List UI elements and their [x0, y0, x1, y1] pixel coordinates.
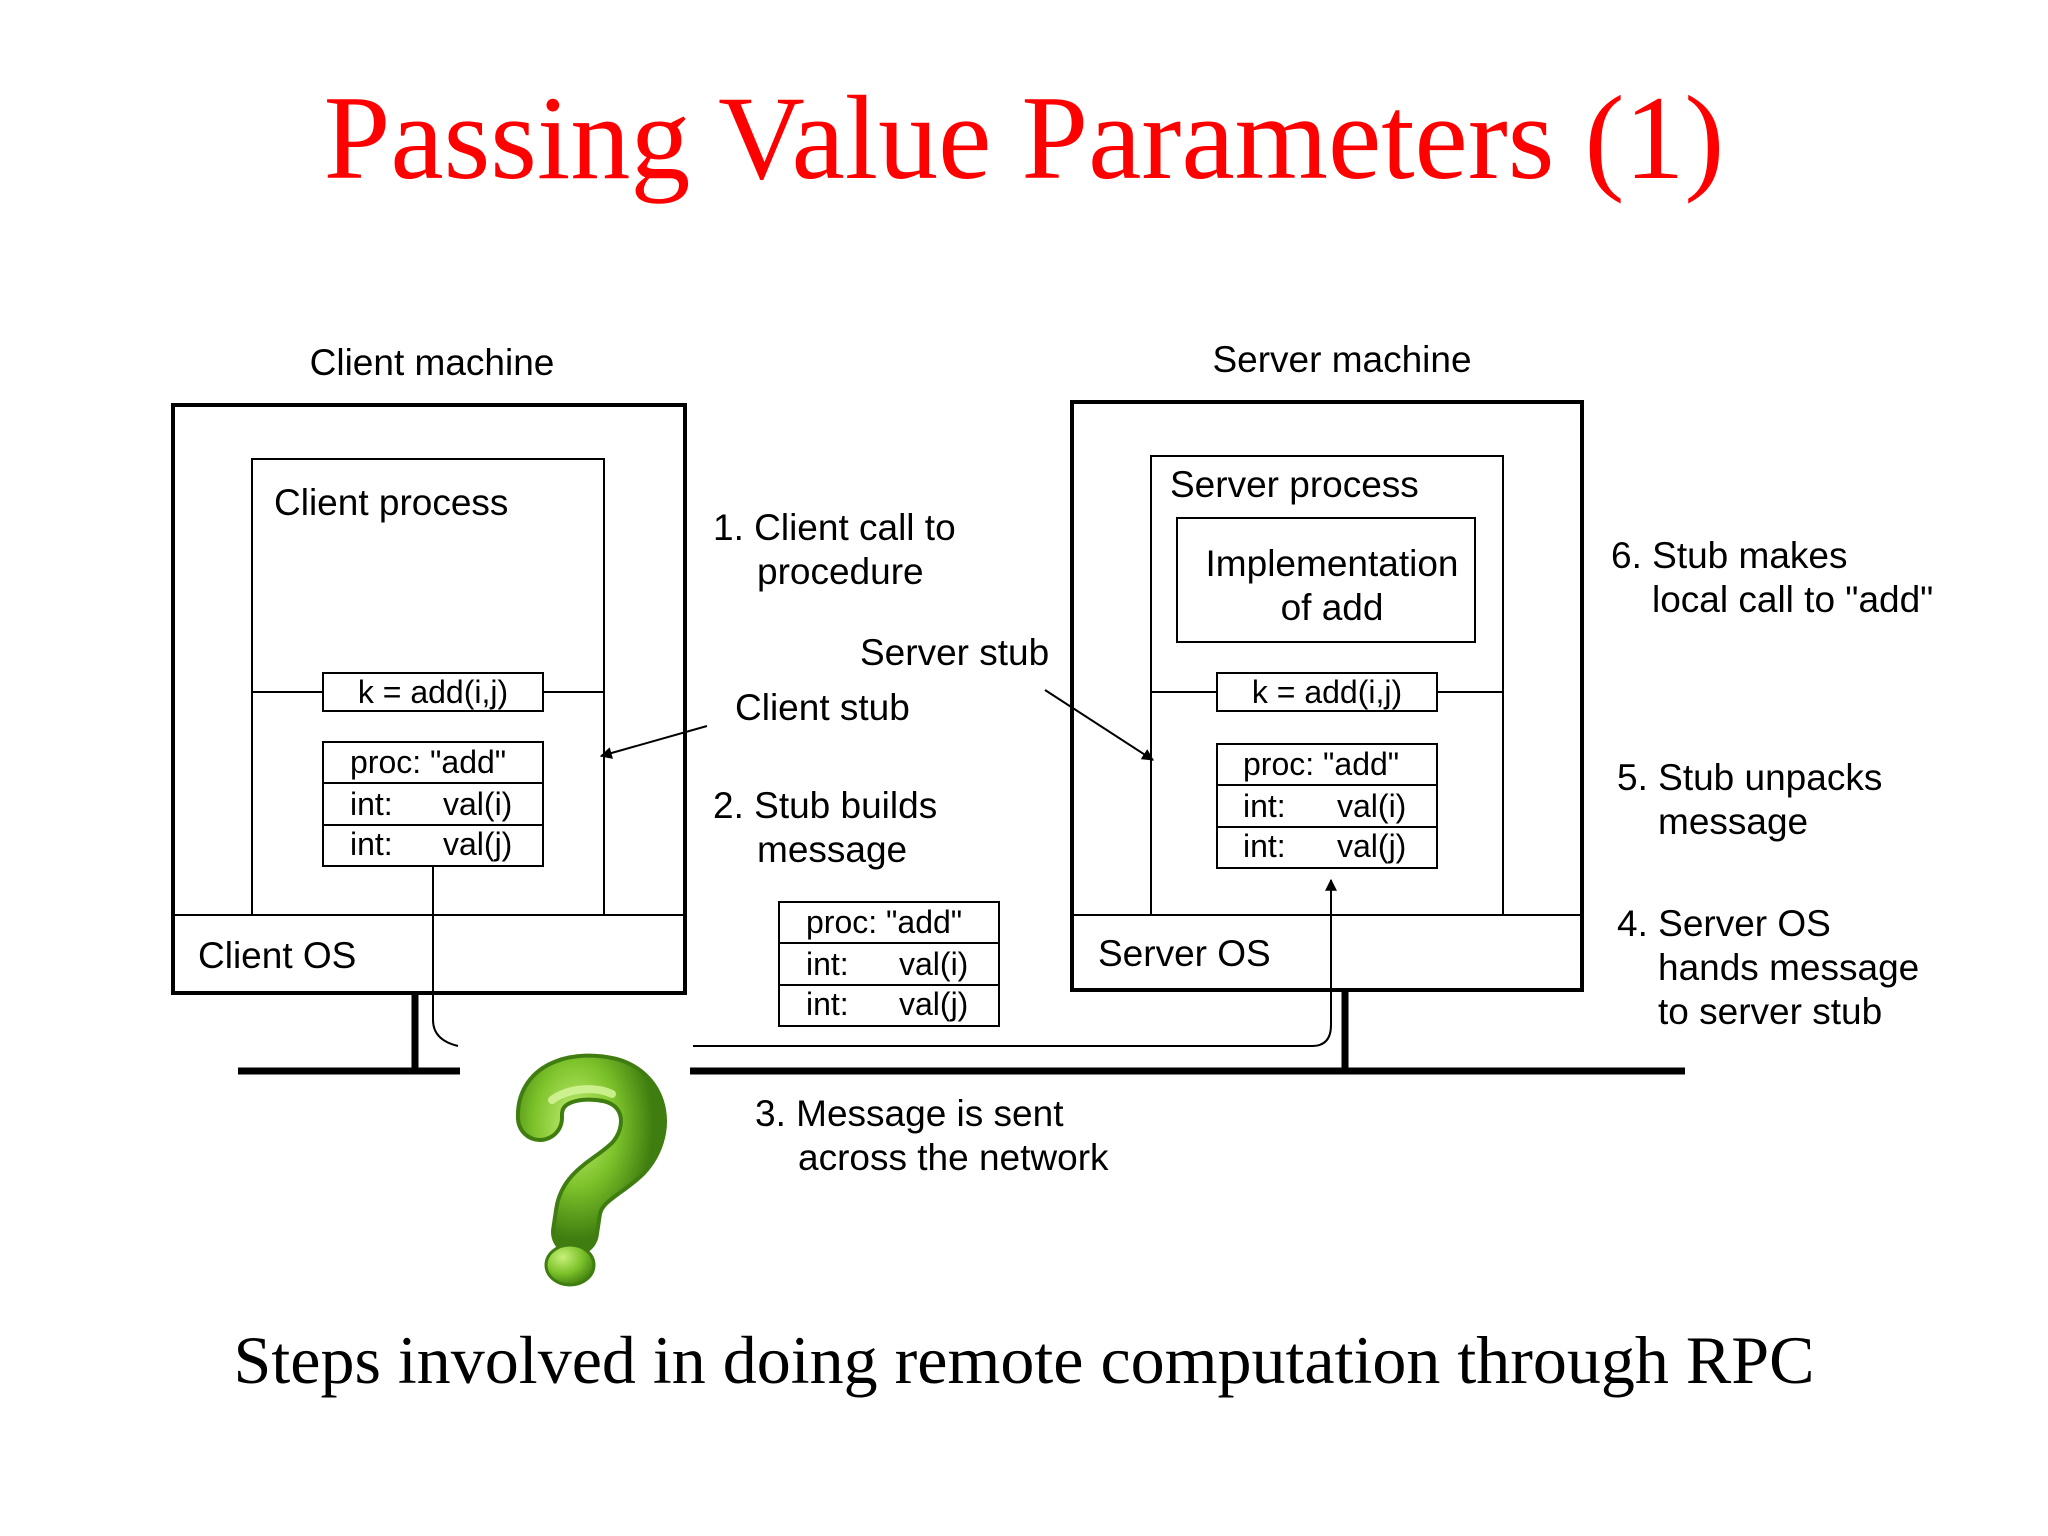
server-implementation-line2: of add	[1281, 587, 1384, 628]
step-5: 5. Stub unpacks message	[1617, 757, 1882, 842]
client-message-table: proc: "add" int: val(i) int: val(j)	[322, 741, 544, 867]
step-3-line1: 3. Message is sent	[755, 1093, 1064, 1134]
step-4-line1: 4. Server OS	[1617, 903, 1831, 944]
client-message-value: val(j)	[443, 826, 512, 862]
client-call-text: k = add(i,j)	[358, 674, 508, 710]
slide-caption: Steps involved in doing remote computati…	[233, 1322, 1815, 1398]
client-machine: Client machine Client OS Client process …	[171, 342, 687, 995]
client-process-box	[251, 458, 605, 916]
step-4-line3: to server stub	[1658, 991, 1882, 1032]
client-message-type: int:	[350, 786, 393, 822]
step-4: 4. Server OS hands message to server stu…	[1617, 903, 1919, 1032]
client-process-label: Client process	[274, 482, 508, 523]
client-os-label: Client OS	[198, 935, 356, 976]
server-implementation-box	[1176, 517, 1476, 643]
server-implementation-line1: Implementation	[1206, 543, 1459, 584]
client-machine-label: Client machine	[310, 342, 555, 383]
server-message-type: int:	[1243, 828, 1286, 864]
server-message-value: val(j)	[1337, 828, 1406, 864]
server-message-value: val(i)	[1337, 788, 1406, 824]
client-message-proc: proc: "add"	[350, 744, 506, 780]
message-path-client	[432, 866, 459, 1047]
step-6-line1: 6. Stub makes	[1611, 535, 1848, 576]
step-3: 3. Message is sent across the network	[755, 1093, 1109, 1178]
client-message-type: int:	[350, 826, 393, 862]
network	[238, 990, 1685, 1075]
server-message-type: int:	[1243, 788, 1286, 824]
client-machine-box	[171, 403, 687, 995]
transit-message-value: val(i)	[899, 946, 968, 982]
message-path-server-arrow	[693, 878, 1337, 1047]
server-stub-label: Server stub	[860, 632, 1049, 673]
step-1-line2: procedure	[757, 551, 924, 592]
client-stub-label: Client stub	[735, 687, 910, 728]
transit-message-type: int:	[806, 986, 849, 1022]
server-message-proc: proc: "add"	[1243, 746, 1399, 782]
transit-message-value: val(j)	[899, 986, 968, 1022]
step-2: 2. Stub builds message	[713, 785, 937, 870]
transit-message-type: int:	[806, 946, 849, 982]
client-call-box	[322, 672, 544, 712]
server-message-frame	[1216, 743, 1438, 869]
client-stub-arrow	[599, 725, 708, 759]
question-mark-icon	[516, 1053, 667, 1287]
step-5-line1: 5. Stub unpacks	[1617, 757, 1882, 798]
step-6: 6. Stub makes local call to "add"	[1611, 535, 1933, 620]
server-process-box	[1150, 455, 1504, 916]
server-process-label: Server process	[1170, 464, 1419, 505]
step-2-line1: 2. Stub builds	[713, 785, 937, 826]
step-3-line2: across the network	[798, 1137, 1109, 1178]
step-6-line2: local call to "add"	[1652, 579, 1933, 620]
server-stub-arrow	[1044, 689, 1155, 761]
step-2-line2: message	[757, 829, 907, 870]
server-message-table: proc: "add" int: val(i) int: val(j)	[1216, 743, 1438, 869]
transit-message-proc: proc: "add"	[806, 904, 962, 940]
transit-message-table: proc: "add" int: val(i) int: val(j)	[778, 901, 1000, 1027]
server-call-text: k = add(i,j)	[1252, 674, 1402, 710]
slide-title: Passing Value Parameters (1)	[323, 71, 1725, 204]
server-os-label: Server OS	[1098, 933, 1271, 974]
server-machine-label: Server machine	[1212, 339, 1471, 380]
step-5-line2: message	[1658, 801, 1808, 842]
server-machine: Server machine Server OS Server process …	[1070, 339, 1584, 992]
step-4-line2: hands message	[1658, 947, 1919, 988]
server-machine-box	[1070, 400, 1584, 992]
step-1-line1: 1. Client call to	[713, 507, 956, 548]
client-message-value: val(i)	[443, 786, 512, 822]
transit-message-frame	[778, 901, 1000, 1027]
server-call-box	[1216, 672, 1438, 712]
step-1: 1. Client call to procedure	[713, 507, 956, 592]
